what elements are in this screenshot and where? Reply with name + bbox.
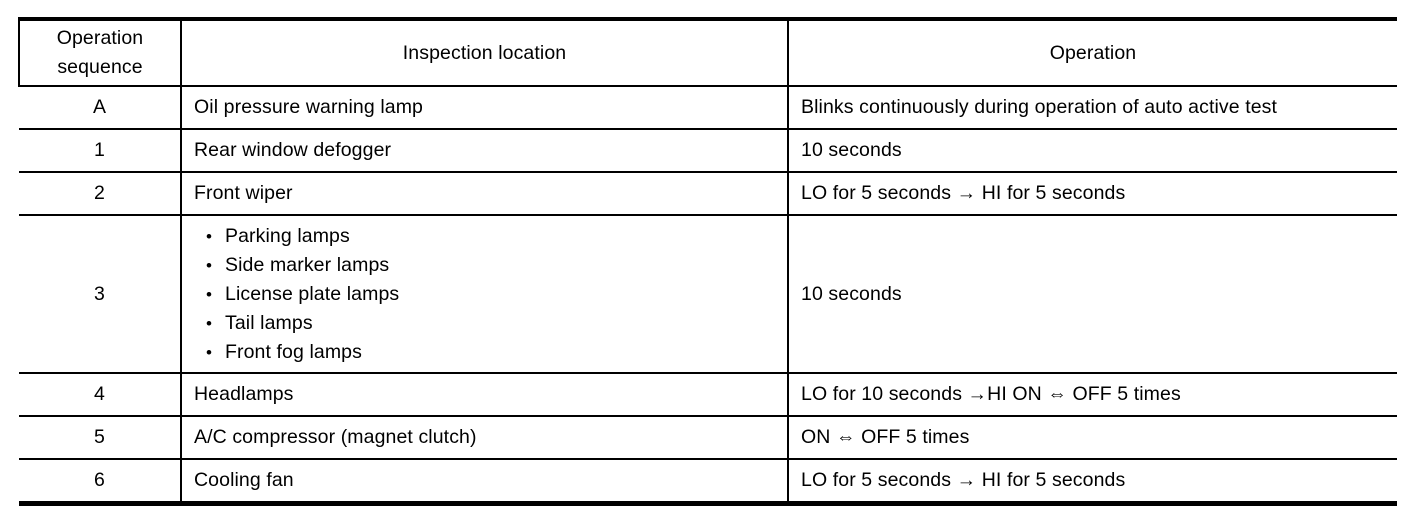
- table-row: 4 Headlamps LO for 10 seconds →HI ON ⇔ O…: [19, 373, 1397, 417]
- sequence-cell: A: [19, 86, 181, 130]
- operation-cell: LO for 10 seconds →HI ON ⇔ OFF 5 times: [788, 373, 1397, 417]
- header-row: Operation sequence Inspection location O…: [18, 19, 1397, 87]
- inspection-location-cell: A/C compressor (magnet clutch): [180, 416, 789, 460]
- operation-cell: 10 seconds: [788, 215, 1397, 374]
- list-item-label: Tail lamps: [225, 311, 313, 334]
- inspection-location-cell: Oil pressure warning lamp: [180, 86, 789, 130]
- operation-cell: 10 seconds: [788, 129, 1397, 173]
- table-row: 6 Cooling fan LO for 5 seconds → HI for …: [19, 459, 1397, 504]
- sequence-cell: 1: [19, 129, 181, 173]
- inspection-location-cell: Cooling fan: [180, 459, 789, 504]
- inspection-location-cell: Rear window defogger: [180, 129, 789, 173]
- list-item-label: Side marker lamps: [225, 253, 390, 276]
- auto-active-test-table: Operation sequence Inspection location O…: [18, 17, 1397, 506]
- column-header-inspection-location: Inspection location: [180, 19, 789, 87]
- sequence-cell: 6: [94, 469, 105, 492]
- bullet-icon: •: [205, 284, 213, 304]
- sequence-cell: 5: [19, 416, 181, 460]
- list-item: • Side marker lamps: [193, 251, 787, 280]
- inspection-location-cell: Front wiper: [180, 172, 789, 216]
- sequence-cell: 4: [19, 373, 181, 417]
- bullet-icon: •: [205, 313, 213, 333]
- column-header-label: Operation sequence: [56, 27, 144, 78]
- table-row: 1 Rear window defogger 10 seconds: [19, 129, 1397, 173]
- bullet-icon: •: [205, 226, 213, 246]
- list-item-label: Front fog lamps: [225, 340, 362, 363]
- operation-cell: LO for 5 seconds → HI for 5 seconds: [801, 469, 1126, 492]
- column-header-operation: Operation: [788, 19, 1397, 87]
- list-item: • License plate lamps: [193, 280, 787, 309]
- list-item: • Tail lamps: [193, 309, 787, 338]
- inspection-location-list: • Parking lamps • Side marker lamps • Li…: [182, 222, 787, 367]
- table-row: 3 • Parking lamps • Side marker lamps •: [19, 215, 1397, 374]
- inspection-location-cell: • Parking lamps • Side marker lamps • Li…: [180, 215, 789, 374]
- column-header-operation-sequence: Operation sequence: [18, 19, 181, 87]
- operation-cell: ON ⇔ OFF 5 times: [788, 416, 1397, 460]
- table-row: A Oil pressure warning lamp Blinks conti…: [19, 86, 1397, 130]
- table-row: 2 Front wiper LO for 5 seconds → HI for …: [19, 172, 1397, 216]
- sequence-cell: 3: [19, 215, 181, 374]
- operation-cell: LO for 5 seconds → HI for 5 seconds: [788, 172, 1397, 216]
- inspection-location-cell: Headlamps: [180, 373, 789, 417]
- bullet-icon: •: [205, 255, 213, 275]
- column-header-label: Operation: [1049, 41, 1137, 64]
- list-item-label: Parking lamps: [225, 224, 350, 247]
- operation-cell: Blinks continuously during operation of …: [788, 86, 1397, 130]
- list-item: • Front fog lamps: [193, 338, 787, 367]
- bullet-icon: •: [205, 342, 213, 362]
- column-header-label: Inspection location: [402, 41, 567, 64]
- sequence-cell: 2: [19, 172, 181, 216]
- table-row: 5 A/C compressor (magnet clutch) ON ⇔ OF…: [19, 416, 1397, 460]
- list-item-label: License plate lamps: [225, 282, 400, 305]
- list-item: • Parking lamps: [193, 222, 787, 251]
